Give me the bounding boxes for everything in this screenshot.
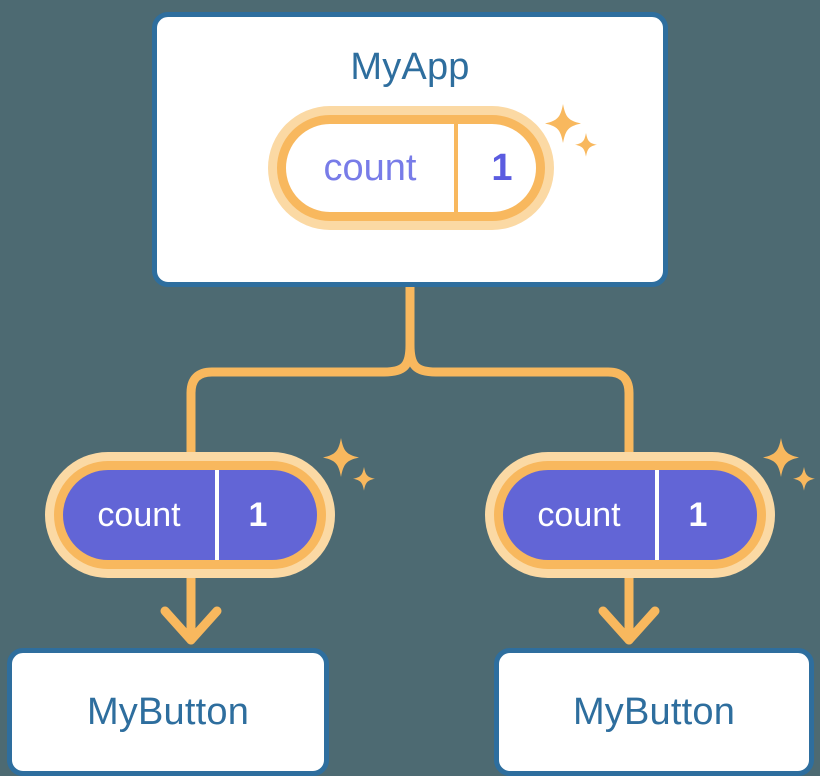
component-card-title: MyButton (572, 691, 736, 733)
state-pill-child-left[interactable]: count 1 (45, 452, 335, 578)
state-pill-divider (655, 470, 659, 560)
component-card-mybutton-right[interactable]: MyButton (494, 648, 814, 776)
state-pill-body: count 1 (277, 115, 545, 221)
state-key-label: count (97, 496, 181, 534)
state-key-label: count (537, 496, 621, 534)
state-pill-body: count 1 (54, 461, 326, 569)
arrow-down-icon (598, 567, 660, 645)
arrow-down-icon (160, 567, 222, 645)
branch-connector-icon (186, 282, 634, 460)
state-key-label: count (323, 147, 417, 189)
page-title: MyApp (350, 46, 470, 88)
sparkle-four-point-small-icon (793, 467, 815, 491)
state-value-label: 1 (248, 496, 268, 534)
state-pill-divider (454, 124, 458, 212)
component-card-title: MyButton (86, 691, 250, 733)
state-value-label: 1 (688, 496, 708, 534)
state-pill-child-right[interactable]: count 1 (485, 452, 775, 578)
state-value-label: 1 (491, 147, 513, 189)
state-pill-halo: count 1 (268, 106, 554, 230)
state-pill-halo: count 1 (45, 452, 335, 578)
component-card-mybutton-left[interactable]: MyButton (7, 648, 329, 776)
state-pill-divider (215, 470, 219, 560)
state-pill-body: count 1 (494, 461, 766, 569)
state-pill-myapp[interactable]: count 1 (268, 106, 554, 230)
sparkle-four-point-small-icon (353, 467, 375, 491)
state-pill-halo: count 1 (485, 452, 775, 578)
